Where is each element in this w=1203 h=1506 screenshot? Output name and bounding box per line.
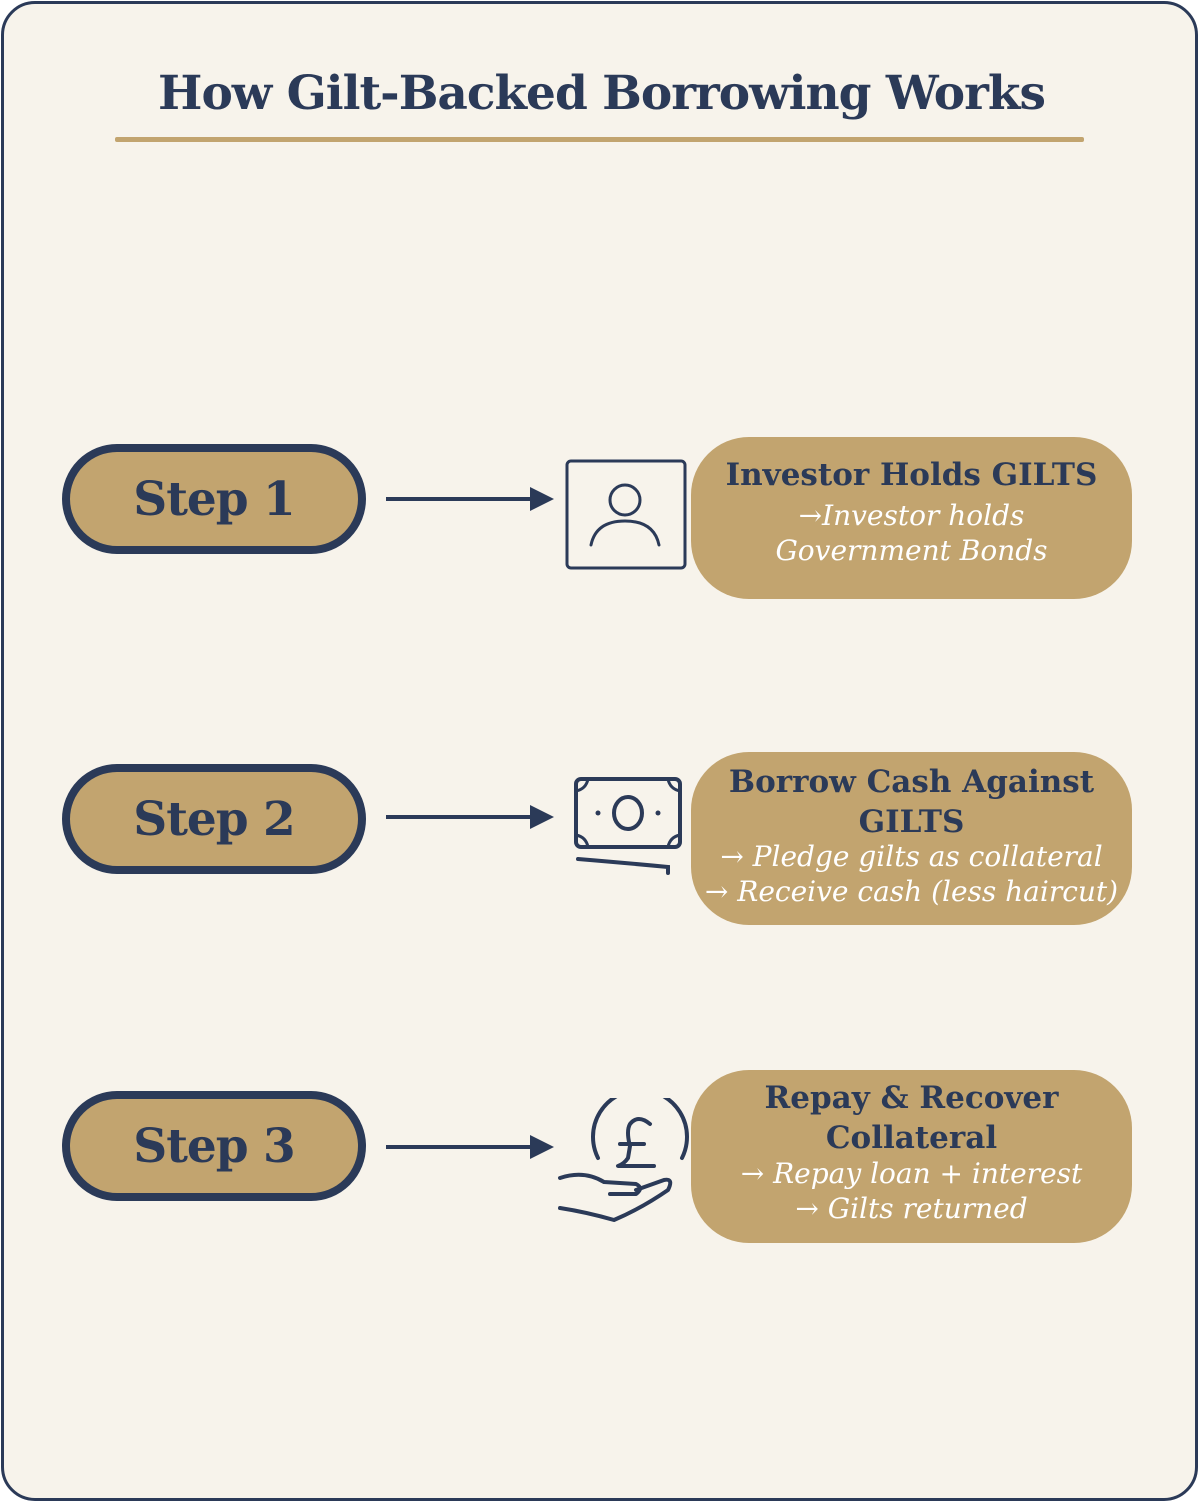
- step-2-arrow: [386, 805, 554, 829]
- step-3-arrow: [386, 1135, 554, 1159]
- step-1-description: Investor Holds GILTS →Investor holds Gov…: [691, 437, 1132, 599]
- step-1-line-2: Government Bonds: [775, 534, 1048, 567]
- person-icon: [565, 459, 687, 570]
- step-3-pill: Step 3: [62, 1091, 366, 1201]
- step-2-line-1: → Pledge gilts as collateral: [720, 840, 1103, 873]
- step-2-pill: Step 2: [62, 764, 366, 874]
- step-2-title: Borrow Cash Against GILTS: [728, 764, 1095, 840]
- title-underline: [115, 137, 1084, 142]
- page-title: How Gilt-Backed Borrowing Works: [158, 66, 1046, 121]
- pound-coin-hand-icon: [558, 1098, 689, 1222]
- step-2-description: Borrow Cash Against GILTS → Pledge gilts…: [691, 752, 1132, 925]
- step-2-line-2: → Receive cash (less haircut): [704, 875, 1119, 908]
- banknote-icon: [574, 777, 682, 875]
- step-1-arrow: [386, 487, 554, 511]
- step-3-description: Repay & Recover Collateral → Repay loan …: [691, 1070, 1132, 1243]
- step-3-line-1: → Repay loan + interest: [740, 1157, 1083, 1190]
- step-1-title: Investor Holds GILTS: [725, 457, 1098, 493]
- step-1-line-1: →Investor holds: [798, 499, 1025, 532]
- step-3-line-2: → Gilts returned: [795, 1192, 1028, 1225]
- step-1-pill: Step 1: [62, 444, 366, 554]
- step-3-title: Repay & Recover Collateral: [764, 1080, 1059, 1156]
